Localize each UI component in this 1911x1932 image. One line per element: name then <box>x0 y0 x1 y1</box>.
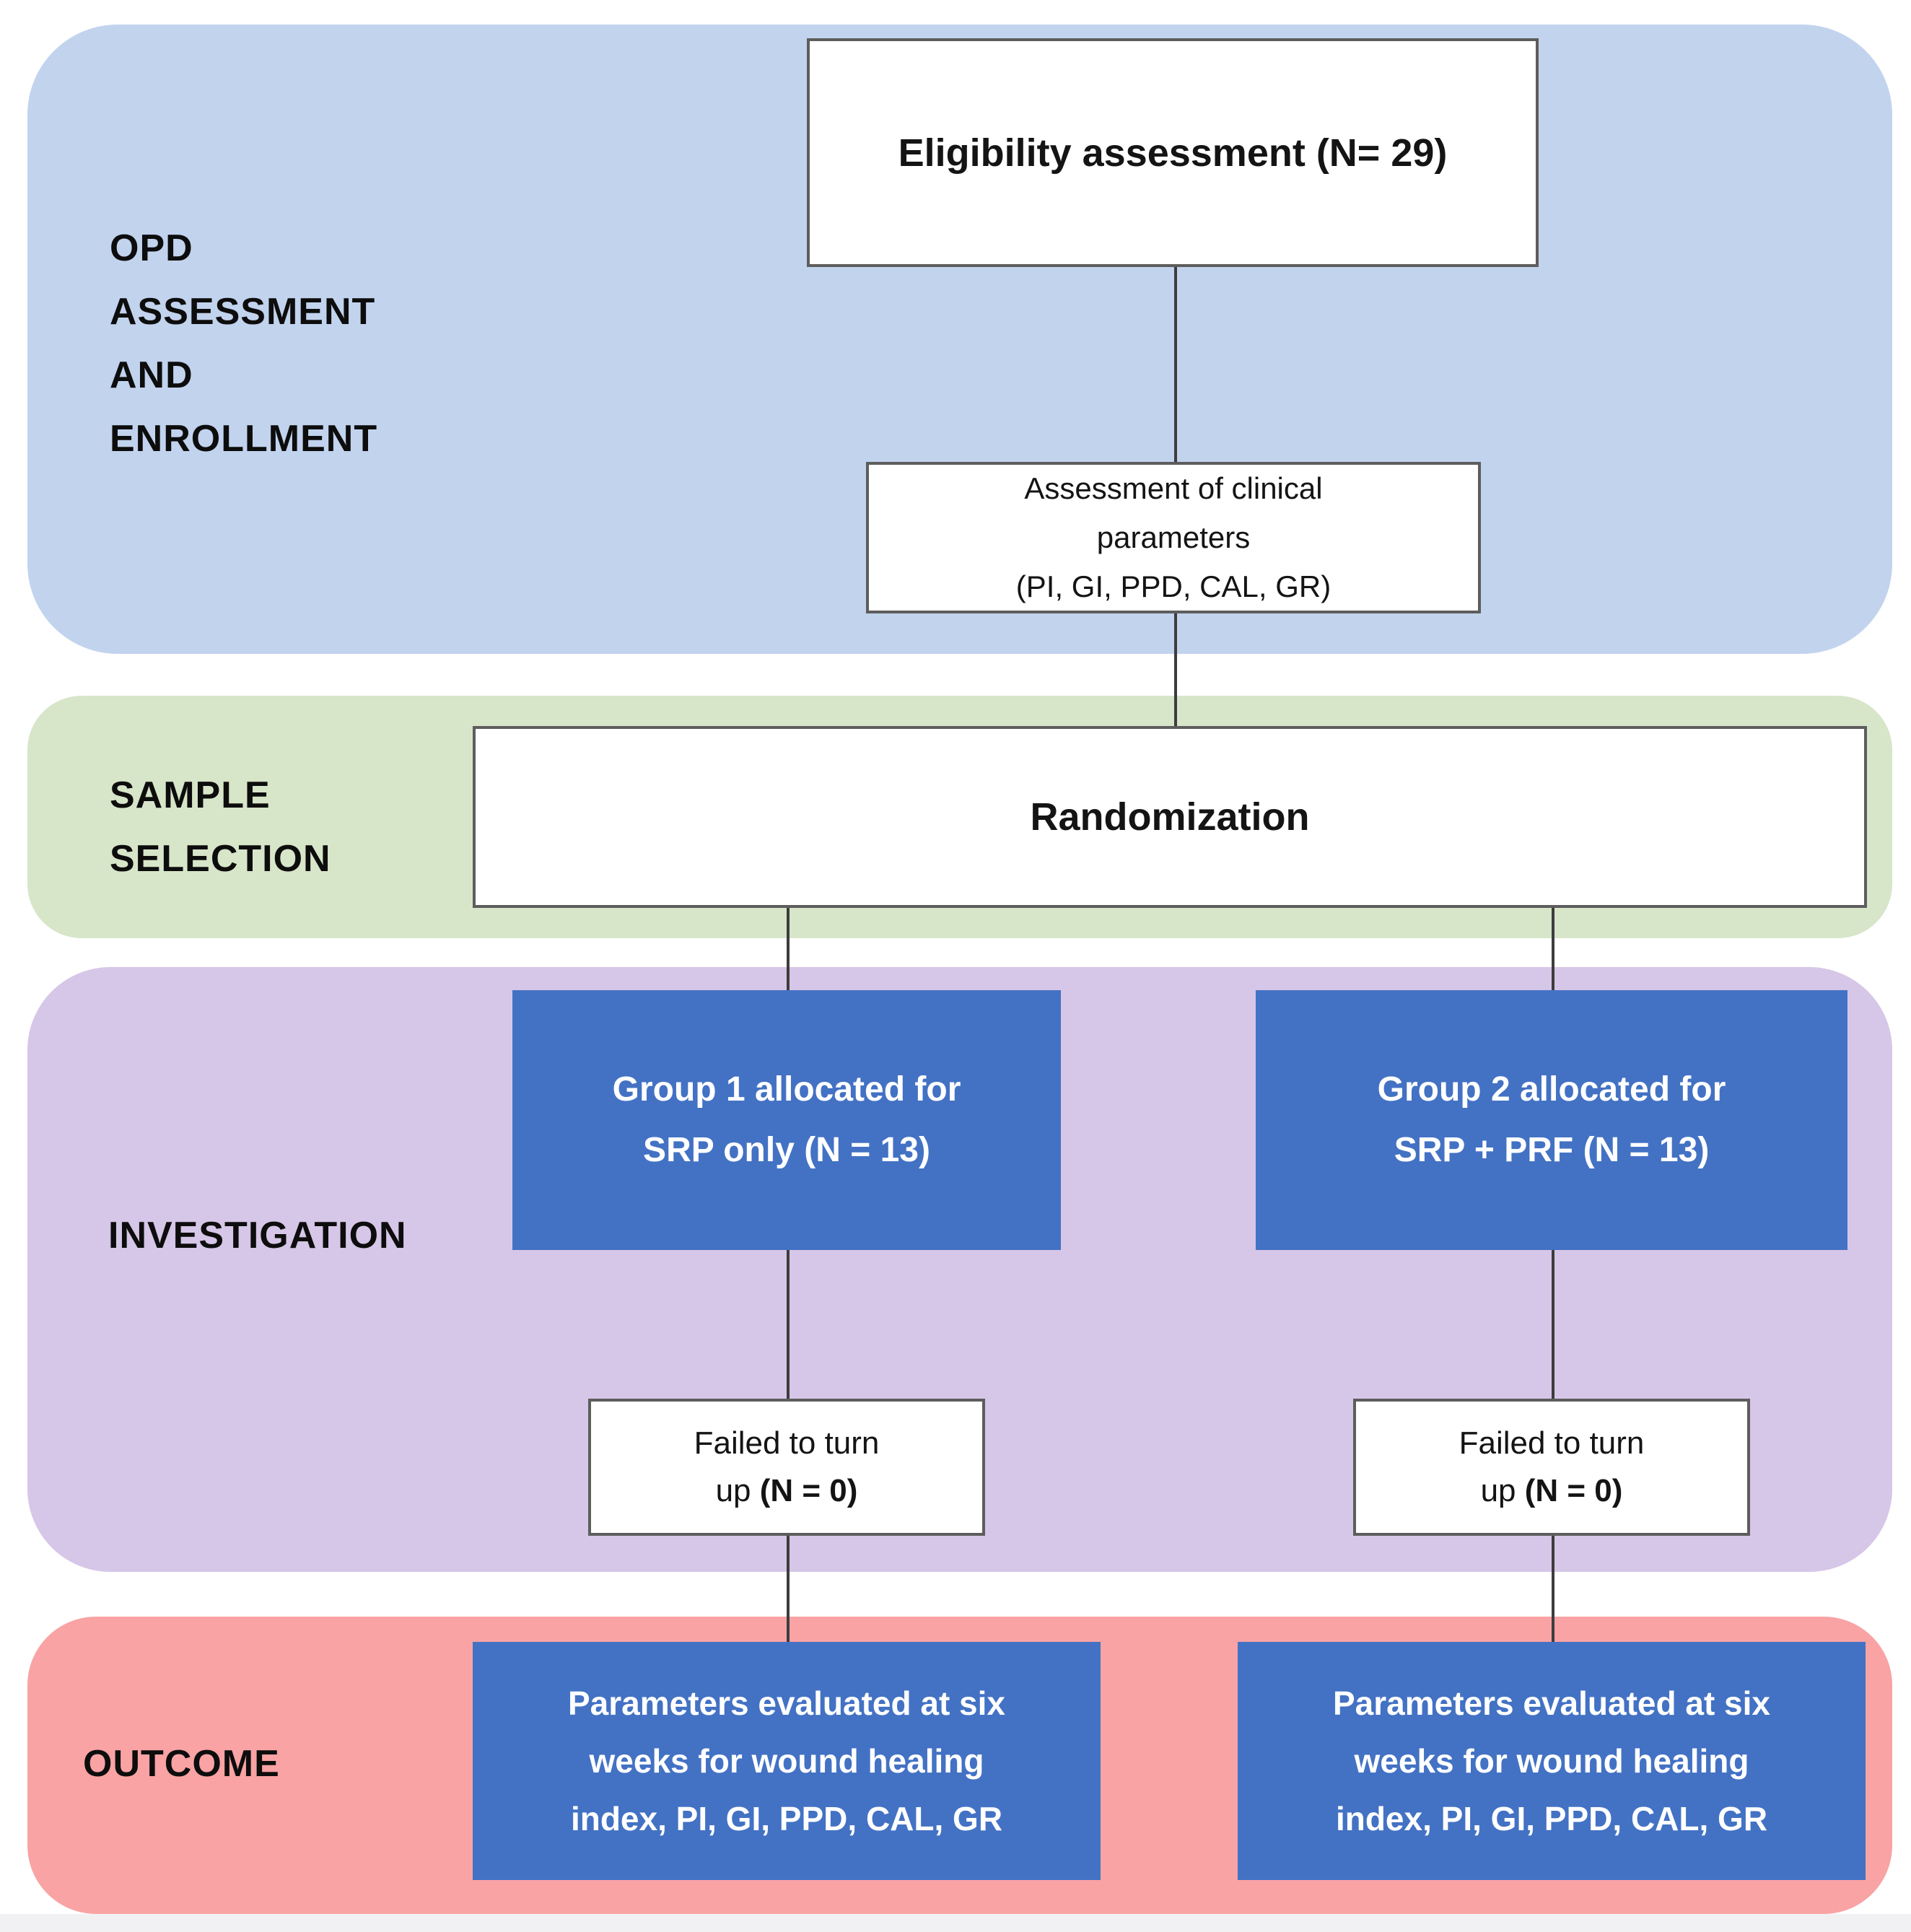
node-outcome1-text: Parameters evaluated at six weeks for wo… <box>567 1684 1006 1837</box>
node-group2-text: Group 2 allocated for SRP + PRF (N = 13) <box>1377 1070 1726 1169</box>
band-label-sample-selection: SAMPLE SELECTION <box>110 774 331 880</box>
node-failed-to-turn-up-group2: Failed to turn up (N = 0) <box>1353 1399 1750 1536</box>
connector-randomization-to-group1 <box>787 906 790 992</box>
band-label-opd-assessment-enrollment: OPD ASSESSMENT AND ENROLLMENT <box>110 227 378 460</box>
node-group1-text: Group 1 allocated for SRP only (N = 13) <box>612 1070 961 1169</box>
node-randomization: Randomization <box>473 726 1867 908</box>
node-clinical-parameters: Assessment of clinical parameters (PI, G… <box>866 462 1481 613</box>
node-outcome2-text: Parameters evaluated at six weeks for wo… <box>1332 1684 1771 1837</box>
connector-group2-to-failed2 <box>1552 1249 1554 1400</box>
node-failed2-line2: up (N = 0) <box>1480 1473 1623 1508</box>
page-bottom-edge <box>0 1914 1911 1932</box>
node-group1-srp-only: Group 1 allocated for SRP only (N = 13) <box>512 990 1061 1250</box>
node-failed1-line2: up (N = 0) <box>715 1473 858 1508</box>
node-randomization-text: Randomization <box>1030 795 1310 839</box>
connector-failed1-to-outcome1 <box>787 1534 790 1643</box>
node-outcome-parameters-group1: Parameters evaluated at six weeks for wo… <box>473 1642 1101 1880</box>
connector-clinical-to-randomization <box>1174 612 1177 727</box>
node-outcome-parameters-group2: Parameters evaluated at six weeks for wo… <box>1238 1642 1866 1880</box>
connector-failed2-to-outcome2 <box>1552 1534 1554 1643</box>
band-label-outcome: OUTCOME <box>83 1743 280 1785</box>
node-eligibility-text: Eligibility assessment (N= 29) <box>898 131 1448 175</box>
connector-eligibility-to-clinical <box>1174 267 1177 463</box>
connector-randomization-to-group2 <box>1552 906 1554 992</box>
node-clinical-parameters-text: Assessment of clinical parameters (PI, G… <box>1015 471 1331 603</box>
connector-group1-to-failed1 <box>787 1249 790 1400</box>
node-failed1-line1: Failed to turn <box>694 1425 880 1461</box>
band-label-investigation: INVESTIGATION <box>108 1215 407 1256</box>
node-failed2-line1: Failed to turn <box>1459 1425 1645 1461</box>
node-failed-to-turn-up-group1: Failed to turn up (N = 0) <box>588 1399 985 1536</box>
node-eligibility-assessment: Eligibility assessment (N= 29) <box>807 38 1539 267</box>
node-group2-srp-prf: Group 2 allocated for SRP + PRF (N = 13) <box>1256 990 1847 1250</box>
